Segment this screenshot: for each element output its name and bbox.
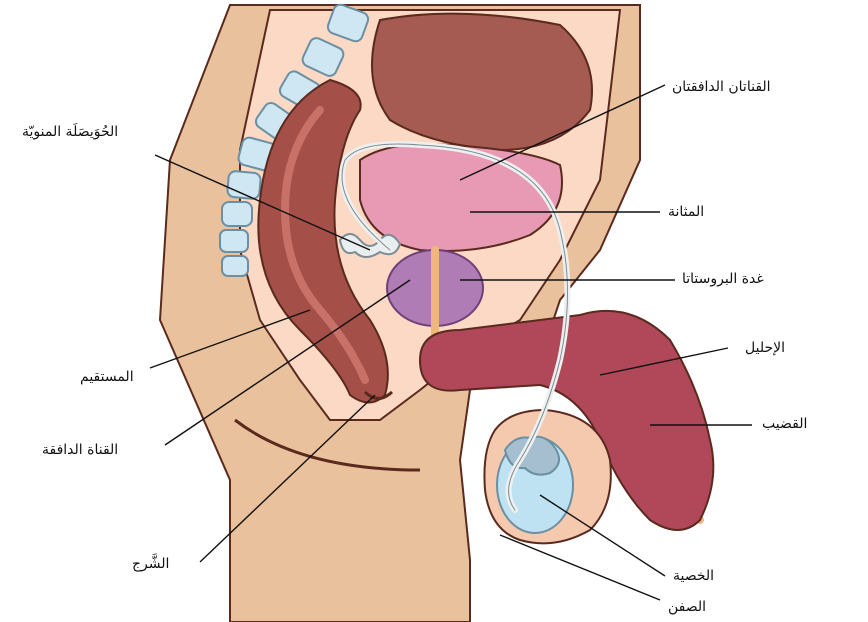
label-vas-deferens-pair: القناتان الدافقتان (672, 78, 771, 96)
label-urethra: الإحليل (745, 339, 785, 357)
label-scrotum: الصفن (668, 598, 706, 616)
label-ejaculatory-duct: القناة الدافقة (42, 441, 118, 459)
label-bladder: المثانة (668, 203, 704, 221)
leader-scrotum (500, 535, 660, 600)
label-rectum: المستقيم (80, 368, 134, 386)
label-testicle: الخصية (673, 567, 714, 585)
label-penis: القضيب (762, 415, 807, 433)
label-anus: الشَّرج (132, 555, 169, 573)
label-seminal-vesicle: الحُوَيصَلَة المنويّة (22, 123, 118, 141)
label-prostate: غدة البروستاتا (682, 270, 764, 288)
